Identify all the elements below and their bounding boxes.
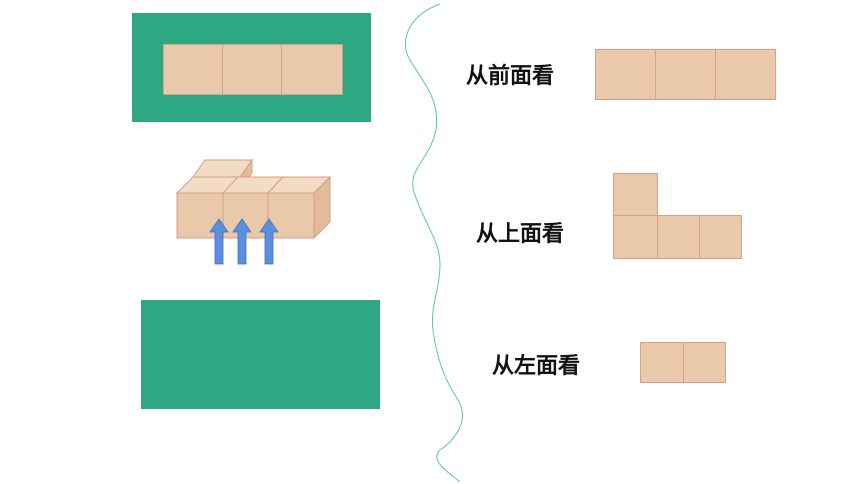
arrow-up-icon	[232, 218, 252, 265]
label-left-view: 从左面看	[492, 354, 581, 379]
label-top-view: 从上面看	[476, 222, 565, 247]
top-view-square-2	[657, 215, 700, 259]
left-view-square-2	[683, 342, 726, 383]
board-top-square-2	[222, 44, 282, 95]
arrow-up-icon	[259, 218, 279, 265]
front-view-square-3	[715, 49, 776, 100]
top-view-square-1	[613, 215, 658, 259]
front-view-square-1	[595, 49, 656, 100]
top-view-square-upper	[613, 173, 658, 216]
label-front-view: 从前面看	[466, 64, 555, 89]
board-top-square-1	[163, 44, 223, 95]
left-view-square-1	[640, 342, 684, 383]
green-board-bottom	[141, 300, 380, 409]
arrow-up-icon	[209, 218, 229, 265]
board-top-square-3	[281, 44, 343, 95]
wavy-divider	[405, 3, 463, 483]
top-view-square-3	[699, 215, 742, 259]
front-view-square-2	[655, 49, 716, 100]
